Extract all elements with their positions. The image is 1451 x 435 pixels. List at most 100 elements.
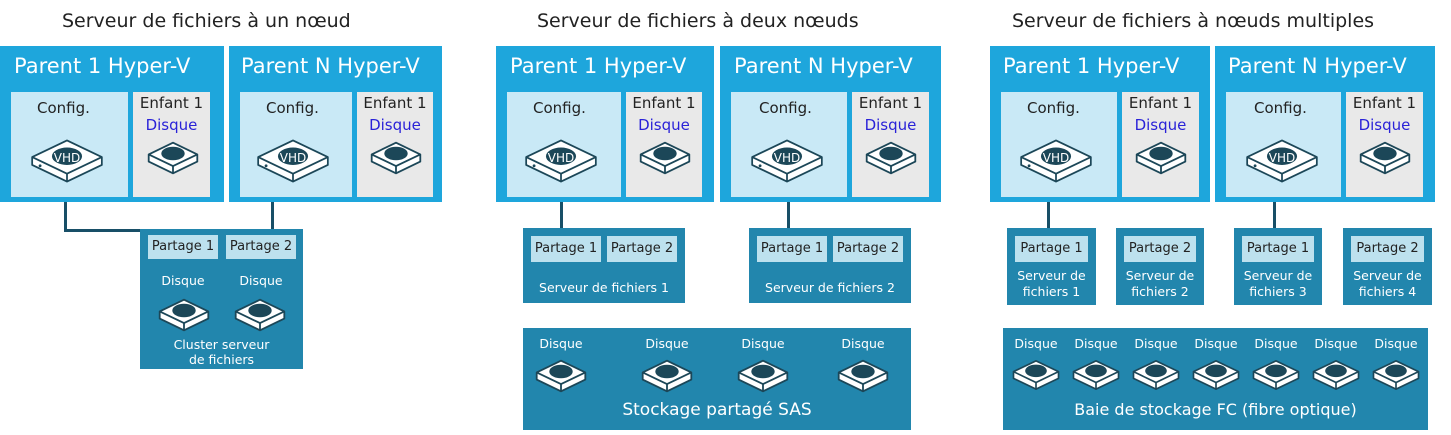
file-server-1: Partage 1 Serveur de fichiers 1	[1007, 228, 1096, 305]
parent-title: Parent N Hyper-V	[241, 54, 420, 78]
disk-icon	[638, 140, 692, 176]
child-disk-area: Enfant 1 Disque	[357, 92, 433, 197]
file-server-label-line1: Serveur de	[1017, 268, 1086, 283]
disk-icon	[1071, 358, 1121, 392]
panel-title-single-node: Serveur de fichiers à un nœud	[62, 10, 351, 32]
disk-label: Disque	[1194, 336, 1238, 351]
connector	[64, 229, 144, 232]
connector	[1047, 190, 1050, 230]
config-label: Config.	[266, 99, 319, 117]
vhd-label: VHD	[547, 151, 575, 165]
panel-title-two-nodes: Serveur de fichiers à deux nœuds	[537, 10, 859, 32]
disk-label: Disque	[1074, 336, 1118, 351]
file-server-2: Partage 2 Serveur de fichiers 2	[1116, 228, 1204, 305]
disk-label: Disque	[161, 273, 205, 288]
parent-title: Parent 1 Hyper-V	[1003, 54, 1180, 78]
file-server-cluster: Partage 1 Partage 2 Disque Disque Cluste…	[140, 229, 303, 369]
share-1: Partage 1	[757, 236, 827, 262]
config-area: Config. VHD	[1226, 92, 1341, 197]
file-server-3: Partage 1 Serveur de fichiers 3	[1234, 228, 1322, 305]
config-area: Config. VHD	[240, 92, 352, 197]
parent-title: Parent N Hyper-V	[734, 54, 913, 78]
disk-label: Disque	[369, 116, 421, 134]
child-label: Enfant 1	[139, 94, 204, 112]
disk-label: Disque	[1374, 336, 1418, 351]
disk-icon	[1131, 358, 1181, 392]
file-server-label-line2: fichiers 2	[1131, 284, 1189, 299]
disk-label: Disque	[1134, 116, 1187, 134]
fc-storage-array: Disque Disque Disque Disque Disque Disqu…	[1003, 328, 1428, 430]
vhd-label: VHD	[1268, 151, 1296, 165]
child-label: Enfant 1	[1352, 94, 1417, 112]
vhd-label: VHD	[53, 151, 81, 165]
file-server-2: Partage 1 Partage 2 Serveur de fichiers …	[749, 228, 911, 303]
file-server-label-line2: fichiers 3	[1249, 284, 1307, 299]
connector	[560, 190, 563, 230]
parent-hyperv-1: Parent 1 Hyper-V Config. VHD Enfant 1 Di…	[496, 46, 714, 202]
disk-icon	[146, 140, 200, 176]
child-label: Enfant 1	[1128, 94, 1193, 112]
child-label: Enfant 1	[632, 94, 696, 112]
config-label: Config.	[1254, 99, 1307, 117]
cluster-label-line2: de fichiers	[188, 352, 255, 367]
config-label: Config.	[759, 99, 812, 117]
file-server-label: Serveur de fichiers 1	[539, 280, 669, 295]
vhd-label: VHD	[1042, 151, 1070, 165]
share-1: Partage 1	[148, 235, 218, 259]
file-server-label-line2: fichiers 4	[1358, 284, 1417, 299]
disk-label: Disque	[1358, 116, 1411, 134]
share-1: Partage 1	[531, 236, 601, 262]
parent-title: Parent 1 Hyper-V	[510, 54, 687, 78]
disk-icon	[534, 358, 588, 394]
connector	[787, 190, 790, 230]
disk-icon	[864, 140, 918, 176]
shared-sas-storage: Disque Disque Disque Disque Stockage par…	[523, 328, 911, 430]
parent-hyperv-n: Parent N Hyper-V Config. VHD Enfant 1 Di…	[720, 46, 941, 202]
child-label: Enfant 1	[363, 94, 427, 112]
storage-label: Baie de stockage FC (fibre optique)	[1074, 400, 1357, 419]
panel-title-multi-nodes: Serveur de fichiers à nœuds multiples	[1012, 10, 1375, 32]
disk-icon	[1134, 140, 1188, 176]
file-server-label: Serveur de fichiers 2	[765, 280, 895, 295]
vhd-label: VHD	[773, 151, 801, 165]
connector	[1273, 190, 1276, 230]
config-area: Config. VHD	[11, 92, 128, 197]
disk-icon	[836, 358, 890, 394]
file-server-label-line1: Serveur de	[1353, 268, 1422, 283]
share-1: Partage 1	[1015, 236, 1088, 262]
disk-icon	[1191, 358, 1241, 392]
connector	[64, 188, 67, 232]
disk-icon	[640, 358, 694, 394]
disk-label: Disque	[1014, 336, 1058, 351]
share-2: Partage 2	[1351, 236, 1424, 262]
disk-icon	[1371, 358, 1421, 392]
storage-label: Stockage partagé SAS	[622, 400, 812, 420]
disk-label: Disque	[741, 336, 785, 351]
config-area: Config. VHD	[507, 92, 621, 197]
disk-icon	[736, 358, 790, 394]
share-2: Partage 2	[1124, 236, 1196, 262]
disk-icon	[1011, 358, 1061, 392]
disk-label: Disque	[864, 116, 917, 134]
parent-title: Parent 1 Hyper-V	[14, 54, 191, 78]
child-label: Enfant 1	[858, 94, 923, 112]
connector	[271, 188, 274, 230]
child-disk-area: Enfant 1 Disque	[133, 92, 210, 197]
share-1: Partage 1	[1242, 236, 1314, 262]
config-area: Config. VHD	[731, 92, 847, 197]
parent-hyperv-n: Parent N Hyper-V Config. VHD Enfant 1 Di…	[1215, 46, 1435, 202]
parent-hyperv-1: Parent 1 Hyper-V Config. VHD Enfant 1 Di…	[0, 46, 224, 202]
share-2: Partage 2	[833, 236, 903, 262]
file-server-label-line2: fichiers 1	[1022, 284, 1081, 299]
disk-label: Disque	[645, 336, 689, 351]
disk-icon	[1358, 140, 1412, 176]
cluster-label-line1: Cluster serveur	[173, 337, 270, 352]
file-server-4: Partage 2 Serveur de fichiers 4	[1343, 228, 1432, 305]
config-label: Config.	[1027, 99, 1080, 117]
disk-label: Disque	[1254, 336, 1298, 351]
disk-label: Disque	[638, 116, 690, 134]
disk-label: Disque	[841, 336, 885, 351]
disk-icon	[233, 297, 287, 333]
file-server-label-line1: Serveur de	[1125, 268, 1195, 283]
disk-label: Disque	[539, 336, 583, 351]
